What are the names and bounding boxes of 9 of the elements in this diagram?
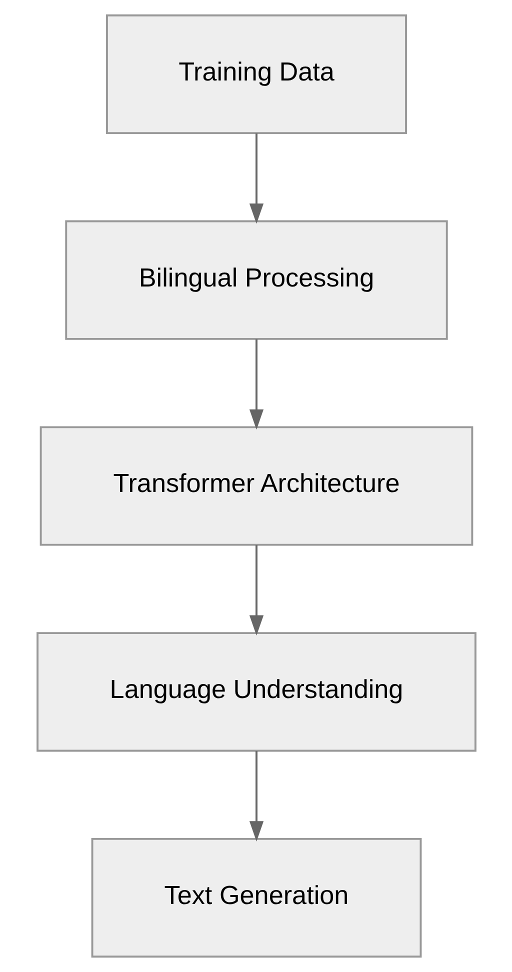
arrow	[248, 339, 264, 430]
node-box: Bilingual Processing	[64, 220, 448, 340]
arrow	[248, 133, 264, 224]
arrow	[248, 545, 264, 636]
node-box: Training Data	[106, 14, 406, 134]
node-box: Text Generation	[90, 838, 422, 958]
node-box: Transformer Architecture	[39, 426, 473, 546]
arrow	[248, 751, 264, 842]
node-box: Language Understanding	[36, 632, 476, 752]
